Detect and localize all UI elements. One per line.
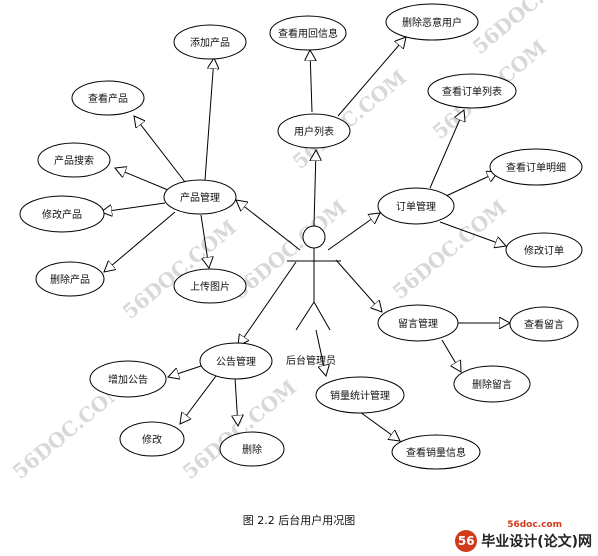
- label-view-sales: 查看销量信息: [406, 446, 466, 459]
- usecase-sales-mgmt: [315, 376, 405, 414]
- label-edit-notice: 修改: [142, 433, 162, 446]
- watermark: 56DOC.COM: [178, 375, 301, 484]
- usecase-order-mgmt: [377, 187, 455, 225]
- label-sales-mgmt: 销量统计管理: [330, 389, 390, 402]
- watermark: 56DOC.COM: [118, 215, 241, 324]
- assoc-notice-edit: [180, 375, 217, 424]
- assoc-notice-add: [168, 364, 205, 377]
- actor-label: 后台管理员: [286, 354, 336, 367]
- usecase-user-list: [277, 113, 351, 149]
- label-notice-mgmt: 公告管理: [216, 355, 256, 368]
- usecase-product-mgmt: [163, 179, 237, 215]
- assoc-product-search: [115, 168, 169, 191]
- actor-head: [302, 225, 326, 249]
- label-product-mgmt: 产品管理: [180, 191, 220, 204]
- assoc-actor-sales: [315, 329, 326, 376]
- usecase-delete-bad-user: [385, 3, 479, 41]
- label-upload-image: 上传图片: [190, 280, 230, 293]
- assoc-product-view: [134, 116, 186, 183]
- label-view-product: 查看产品: [88, 92, 128, 105]
- label-view-order-detail: 查看订单明细: [506, 161, 566, 174]
- assoc-actor-message: [335, 259, 382, 312]
- assoc-product-delete: [104, 211, 176, 272]
- label-delete-message: 删除留言: [472, 378, 512, 391]
- assoc-actor-userlist: [314, 150, 316, 227]
- usecase-notice-mgmt: [199, 342, 273, 380]
- label-delete-product: 删除产品: [50, 273, 90, 286]
- assoc-actor-notice: [238, 261, 297, 346]
- label-message-mgmt: 留言管理: [398, 317, 438, 330]
- assoc-actor-product: [236, 200, 301, 251]
- assoc-actor-order: [327, 213, 380, 251]
- assoc-userlist-viewinfo: [310, 50, 312, 113]
- usecase-delete-product: [35, 261, 105, 297]
- actor-admin: [287, 225, 341, 331]
- actor-leg-left: [295, 301, 315, 331]
- label-edit-product: 修改产品: [42, 208, 82, 221]
- footer-brand: 毕业设计(论文)网: [481, 534, 592, 550]
- label-add-notice: 增加公告: [108, 373, 148, 386]
- usecase-edit-order: [505, 232, 583, 268]
- usecase-add-notice: [89, 360, 167, 398]
- assoc-order-detail: [445, 172, 498, 197]
- assoc-order-edit: [439, 221, 506, 246]
- figure-caption: 图 2.2 后台用户用况图: [242, 514, 356, 527]
- logo-badge-icon: 56: [455, 530, 478, 552]
- label-delete-notice: 删除: [242, 443, 262, 456]
- usecase-add-product: [173, 24, 247, 60]
- assoc-userlist-delete: [337, 37, 406, 117]
- usecase-message-mgmt: [377, 304, 459, 342]
- label-order-mgmt: 订单管理: [396, 200, 436, 213]
- assoc-order-list: [429, 110, 464, 189]
- use-case-diagram: 56DOC.COM 56DOC.COM 56DOC.COM 56DOC.COM …: [8, 0, 591, 484]
- usecase-view-product: [71, 80, 145, 116]
- watermark-group: 56DOC.COM 56DOC.COM 56DOC.COM 56DOC.COM …: [8, 0, 591, 484]
- usecase-view-message: [509, 306, 579, 342]
- usecase-upload-image: [173, 268, 247, 304]
- footer-site: 56doc.com: [507, 520, 562, 530]
- label-edit-order: 修改订单: [524, 244, 564, 257]
- label-view-user-info: 查看用回信息: [278, 27, 338, 40]
- usecase-edit-notice: [119, 421, 185, 457]
- assoc-product-upload: [200, 214, 209, 268]
- usecase-view-order-detail: [489, 148, 583, 186]
- footer-logo: 56 毕业设计(论文)网: [455, 530, 592, 552]
- label-product-search: 产品搜索: [54, 154, 94, 167]
- usecase-view-sales: [391, 434, 481, 470]
- actor-leg-right: [313, 301, 331, 331]
- label-view-order-list: 查看订单列表: [442, 85, 502, 98]
- label-add-product: 添加产品: [190, 36, 230, 49]
- assoc-product-edit: [101, 202, 166, 212]
- assoc-sales-view: [359, 411, 400, 441]
- label-view-message: 查看留言: [524, 318, 564, 331]
- assoc-product-add: [204, 58, 214, 181]
- label-delete-bad-user: 删除恶意用户: [402, 16, 462, 29]
- assoc-notice-delete: [235, 377, 238, 426]
- assoc-message-delete: [441, 339, 461, 372]
- usecase-delete-notice: [219, 431, 285, 467]
- label-user-list: 用户列表: [294, 125, 334, 138]
- usecase-delete-message: [453, 365, 531, 403]
- usecase-view-user-info: [269, 15, 347, 51]
- associations: [101, 37, 510, 441]
- usecase-view-order-list: [427, 73, 517, 109]
- usecase-product-search: [37, 142, 111, 178]
- usecase-edit-product: [19, 195, 105, 233]
